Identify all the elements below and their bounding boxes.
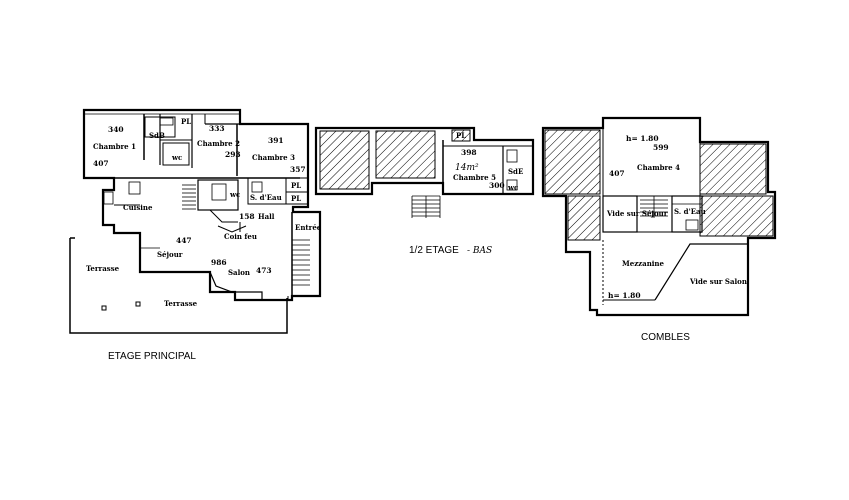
room-wc-2: wc bbox=[229, 190, 240, 199]
dim-chambre-1-depth: 407 bbox=[93, 159, 109, 168]
dim-chambre-2-depth: 293 bbox=[225, 150, 241, 159]
room-salle-d-eau-1: S. d'Eau bbox=[250, 193, 282, 202]
caption-demi-etage-note: - BAS bbox=[467, 246, 492, 256]
caption-combles: COMBLES bbox=[641, 332, 690, 343]
height-note-1: h= 1.80 bbox=[626, 134, 659, 143]
room-vide-salon: Vide sur Salon bbox=[689, 277, 747, 286]
room-coin-feu: Coin feu bbox=[224, 232, 257, 241]
dim-chambre-4-depth: 407 bbox=[609, 169, 625, 178]
room-wc-1: wc bbox=[171, 153, 182, 162]
room-salle-d-eau-2: S. d'Eau bbox=[674, 207, 706, 216]
height-note-2: h= 1.80 bbox=[608, 291, 641, 300]
room-entree: Entrée bbox=[295, 223, 322, 232]
dim-sejour-width: 986 bbox=[211, 258, 227, 267]
dim-hall: 158 bbox=[239, 212, 255, 221]
room-chambre-4: Chambre 4 bbox=[637, 163, 680, 172]
room-terrasse-2: Terrasse bbox=[164, 299, 198, 308]
room-pl-3: PL bbox=[291, 194, 301, 203]
demi-etage-plan bbox=[314, 126, 535, 218]
chambre-5-area-note: 14m² bbox=[455, 163, 479, 173]
room-pl-1: PL bbox=[181, 117, 191, 126]
caption-demi-etage: 1/2 ETAGE bbox=[409, 245, 459, 256]
room-pl-4: PL bbox=[456, 131, 466, 140]
room-hall: Hall bbox=[258, 212, 275, 221]
room-wc-3: wc bbox=[507, 183, 518, 192]
etage-principal-plan bbox=[69, 108, 322, 334]
room-vide-sejour: Vide sur Séjour bbox=[606, 209, 668, 218]
room-pl-2: PL bbox=[291, 181, 301, 190]
dim-chambre-2-width: 333 bbox=[209, 124, 225, 133]
dim-chambre-1-width: 340 bbox=[108, 125, 124, 134]
room-terrasse-1: Terrasse bbox=[86, 264, 120, 273]
dim-chambre-5-width: 398 bbox=[461, 148, 477, 157]
room-chambre-1: Chambre 1 bbox=[93, 142, 136, 151]
room-salon: Salon bbox=[228, 268, 250, 277]
caption-etage-principal: ETAGE PRINCIPAL bbox=[108, 351, 196, 362]
room-mezzanine: Mezzanine bbox=[622, 259, 665, 268]
dim-chambre-3-width: 391 bbox=[268, 136, 284, 145]
dim-salon: 473 bbox=[256, 266, 272, 275]
dim-chambre-5-depth: 300 bbox=[489, 181, 505, 190]
room-sdb: SdB bbox=[149, 131, 165, 140]
room-chambre-3: Chambre 3 bbox=[252, 153, 295, 162]
room-cuisine: Cuisine bbox=[123, 203, 153, 212]
room-sde: SdE bbox=[508, 167, 523, 176]
room-sejour: Séjour bbox=[157, 250, 183, 259]
dim-chambre-4-width: 599 bbox=[653, 143, 669, 152]
room-chambre-2: Chambre 2 bbox=[197, 139, 240, 148]
room-chambre-5: Chambre 5 bbox=[453, 173, 496, 182]
dim-chambre-3-depth: 357 bbox=[290, 165, 306, 174]
combles-plan bbox=[541, 116, 777, 317]
dim-sejour-depth: 447 bbox=[176, 236, 192, 245]
